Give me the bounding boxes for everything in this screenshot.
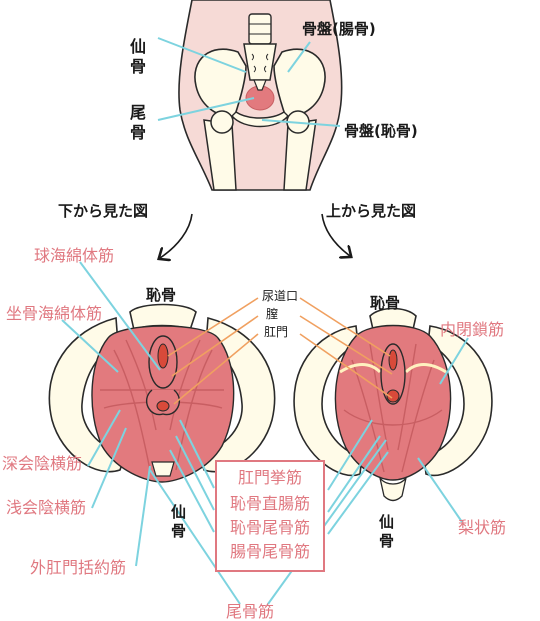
left-pelvis-bone-outline bbox=[48, 316, 128, 473]
sacrum-bone bbox=[243, 43, 277, 81]
opening-leaders bbox=[167, 297, 393, 405]
lumbar-spine bbox=[248, 13, 272, 45]
label-right-sacrum: 仙骨 bbox=[377, 514, 395, 552]
label-coccygeus: 尾骨筋 bbox=[226, 602, 275, 621]
arrow-left bbox=[160, 213, 193, 258]
label-anus: 肛門 bbox=[264, 325, 289, 339]
right-pelvis-figure bbox=[293, 307, 493, 502]
left-pelvis-figure bbox=[48, 303, 276, 483]
label-external-anal-sphincter: 外肛門括約筋 bbox=[30, 558, 127, 577]
label-coccyx: 尾骨 bbox=[127, 104, 146, 144]
label-left-sacrum: 仙骨 bbox=[169, 504, 187, 542]
label-urethra: 尿道口 bbox=[262, 289, 299, 303]
label-view-from-below: 下から見た図 bbox=[58, 202, 149, 220]
left-hip-joint bbox=[210, 110, 234, 134]
label-vagina: 膣 bbox=[266, 307, 279, 321]
label-right-pubis: 恥骨 bbox=[370, 294, 401, 312]
label-piriformis: 梨状筋 bbox=[458, 518, 507, 537]
label-ischiocavernosus: 坐骨海綿体筋 bbox=[6, 304, 103, 323]
label-pelvis-ilium: 骨盤(腸骨) bbox=[302, 20, 376, 38]
levator-item: 腸骨尾骨筋 bbox=[229, 542, 310, 561]
top-pelvis-figure bbox=[157, 0, 343, 191]
levator-ani-title: 肛門挙筋 bbox=[237, 468, 302, 487]
levator-ani-box: 肛門挙筋 恥骨直腸筋 恥骨尾骨筋 腸骨尾骨筋 bbox=[215, 460, 325, 572]
label-view-from-above: 上から見た図 bbox=[326, 202, 417, 220]
muscle-leaders bbox=[61, 261, 469, 605]
levator-item: 恥骨尾骨筋 bbox=[229, 518, 310, 537]
label-superficial-transverse: 浅会陰横筋 bbox=[6, 498, 87, 517]
label-sacrum: 仙骨 bbox=[127, 38, 146, 78]
label-left-pubis: 恥骨 bbox=[146, 286, 177, 304]
arrow-right bbox=[321, 213, 350, 256]
label-deep-transverse: 深会陰横筋 bbox=[2, 454, 83, 473]
levator-item: 恥骨直腸筋 bbox=[229, 494, 310, 513]
label-pelvis-pubis: 骨盤(恥骨) bbox=[344, 122, 418, 140]
right-ilium bbox=[273, 48, 326, 119]
label-bulbocavernosus: 球海綿体筋 bbox=[34, 246, 115, 265]
left-coccyx-tip bbox=[151, 461, 175, 477]
label-obturator-internus: 内閉鎖筋 bbox=[440, 320, 505, 339]
pubic-arch bbox=[231, 111, 289, 128]
coccyx-bone bbox=[253, 79, 267, 91]
